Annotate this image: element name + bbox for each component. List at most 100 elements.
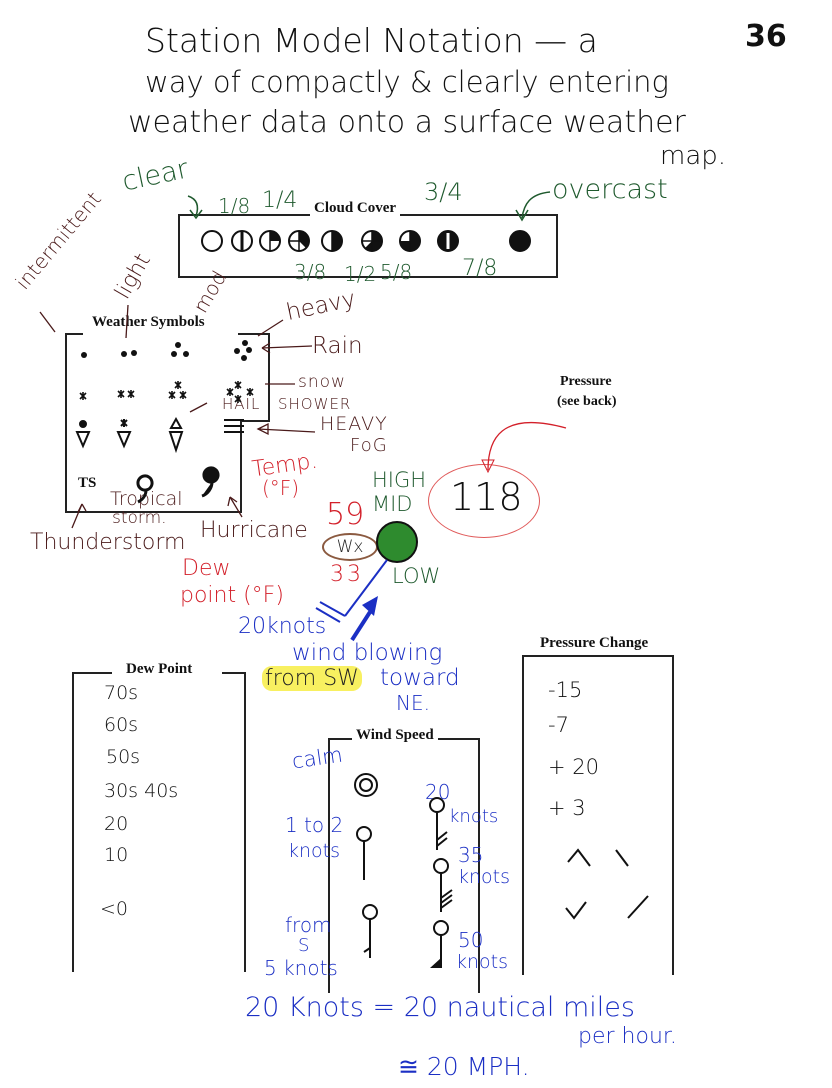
fraction-1-8: 1/8 xyxy=(218,194,251,218)
five-label-1: from xyxy=(285,913,332,937)
wind-note-2: from SW xyxy=(262,666,362,691)
label-thunderstorm: Thunderstorm xyxy=(30,530,186,555)
pressure-change-2: -7 xyxy=(548,713,569,737)
station-circle-overcast xyxy=(376,521,418,563)
dew-point-item: 10 xyxy=(104,844,129,866)
dew-point-item: 20 xyxy=(104,813,129,835)
tropical-storm-hurricane-symbols xyxy=(136,466,220,504)
dew-label-1: Dew xyxy=(182,556,231,581)
dew-point-item: 60s xyxy=(104,714,139,736)
wind-barb xyxy=(315,559,388,623)
pressure-value: 118 xyxy=(450,475,523,519)
temperature-value: 59 xyxy=(326,497,365,532)
cloud-high-label: HIGH xyxy=(372,468,427,492)
dew-point-heading: Dew Point xyxy=(122,662,197,677)
pressure-label-1: Pressure xyxy=(560,374,612,389)
snow-symbols xyxy=(79,381,254,403)
wx-box-left xyxy=(65,333,67,513)
cloud-low-label: LOW xyxy=(392,564,441,588)
pressure-arrow xyxy=(487,422,567,471)
label-hail: HAIL xyxy=(222,395,261,413)
shower-symbols xyxy=(75,416,244,454)
pressure-tendency-symbols xyxy=(565,848,649,920)
wind-speed-label: 20knots xyxy=(238,614,327,639)
fifty-label-1: 50 xyxy=(458,928,484,952)
thunderstorm-symbol: TS xyxy=(78,475,97,491)
pressure-change-3: + 20 xyxy=(548,755,599,779)
pressure-box-top xyxy=(522,655,672,657)
pressure-arrowhead xyxy=(481,459,495,474)
label-hurricane: Hurricane xyxy=(200,518,308,543)
pressure-change-4: + 3 xyxy=(548,796,586,820)
one-two-label-1: 1 to 2 xyxy=(285,813,344,837)
dew-box-top-right xyxy=(222,672,244,674)
pressure-label-2: (see back) xyxy=(557,394,617,409)
five-label-3: 5 knots xyxy=(264,956,338,980)
cloud-cover-symbol xyxy=(361,230,383,252)
cloud-cover-symbol xyxy=(201,230,223,252)
cloud-cover-box xyxy=(178,214,558,278)
wind-note-4: NE. xyxy=(396,691,430,715)
page-number: 36 xyxy=(745,19,787,54)
thirty-five-label-2: knots xyxy=(458,866,511,888)
title-line-1: Station Model Notation — a xyxy=(145,21,598,60)
title-line-4: map. xyxy=(660,141,727,171)
wind-direction-arrow xyxy=(350,610,372,642)
dew-point-item: <0 xyxy=(100,898,129,920)
fraction-5-8: 5/8 xyxy=(380,260,413,284)
label-tropical-2: storm. xyxy=(112,508,167,528)
pressure-change-1: -15 xyxy=(548,678,583,702)
wind-speed-heading: Wind Speed xyxy=(352,728,438,743)
footer-line-2: per hour. xyxy=(578,1024,677,1049)
title-line-2: way of compactly & clearly entering xyxy=(145,65,669,99)
pressure-change-box xyxy=(522,655,674,975)
fifty-label-2: knots xyxy=(456,951,509,973)
fraction-7-8: 7/8 xyxy=(462,256,498,281)
wx-box-top-left xyxy=(65,333,83,335)
label-rain: Rain xyxy=(312,333,363,359)
cloud-mid-label: MID xyxy=(372,492,413,516)
cloud-cover-symbol xyxy=(509,230,531,252)
dew-point-value: 33 xyxy=(330,562,364,587)
footer-line-1: 20 Knots = 20 nautical miles xyxy=(245,992,635,1023)
weather-symbols-heading: Weather Symbols xyxy=(88,315,209,330)
wx-box-step xyxy=(240,420,270,422)
fraction-1-2: 1/2 xyxy=(344,262,377,286)
twenty-label-2: knots xyxy=(449,806,499,827)
label-heavy-fog-1: HEAVY xyxy=(320,413,388,435)
cloud-cover-symbol xyxy=(231,230,253,252)
footer-line-3: ≅ 20 MPH. xyxy=(398,1052,530,1081)
cloud-cover-symbol xyxy=(399,230,421,252)
fraction-3-8: 3/8 xyxy=(294,260,327,284)
label-tropical-1: Tropical xyxy=(110,488,183,510)
pressure-change-heading: Pressure Change xyxy=(536,636,653,651)
cloud-arrows xyxy=(187,191,551,222)
cloud-cover-symbol xyxy=(288,230,310,252)
wx-box-right xyxy=(268,333,270,421)
wind-direction-arrowhead xyxy=(362,596,378,616)
one-two-label-2: knots xyxy=(288,840,341,862)
five-label-2: S xyxy=(298,935,310,956)
wind-note-1: wind blowing xyxy=(292,640,443,666)
fraction-3-4: 3/4 xyxy=(424,178,463,206)
dew-point-item: 30s 40s xyxy=(104,780,179,802)
label-shower: SHOWER xyxy=(278,395,352,413)
wx-box-top-right xyxy=(238,333,270,335)
rain-symbols xyxy=(81,340,252,361)
twenty-label-1: 20 xyxy=(425,780,451,804)
wind-speed-box xyxy=(328,738,480,993)
cloud-cover-symbol xyxy=(437,230,459,252)
wx-box-right-lower xyxy=(240,420,242,513)
overcast-label: overcast xyxy=(552,174,668,205)
label-snow: snow xyxy=(298,372,346,392)
fifty-knot-pennant xyxy=(430,958,441,968)
cloud-cover-symbol xyxy=(321,230,343,252)
wx-box-bottom xyxy=(65,511,242,513)
fraction-1-4: 1/4 xyxy=(262,188,298,213)
title-line-3: weather data onto a surface weather xyxy=(128,105,686,140)
cloud-cover-heading: Cloud Cover xyxy=(310,201,401,216)
dew-point-item: 50s xyxy=(106,746,141,768)
dew-point-box xyxy=(72,672,246,972)
